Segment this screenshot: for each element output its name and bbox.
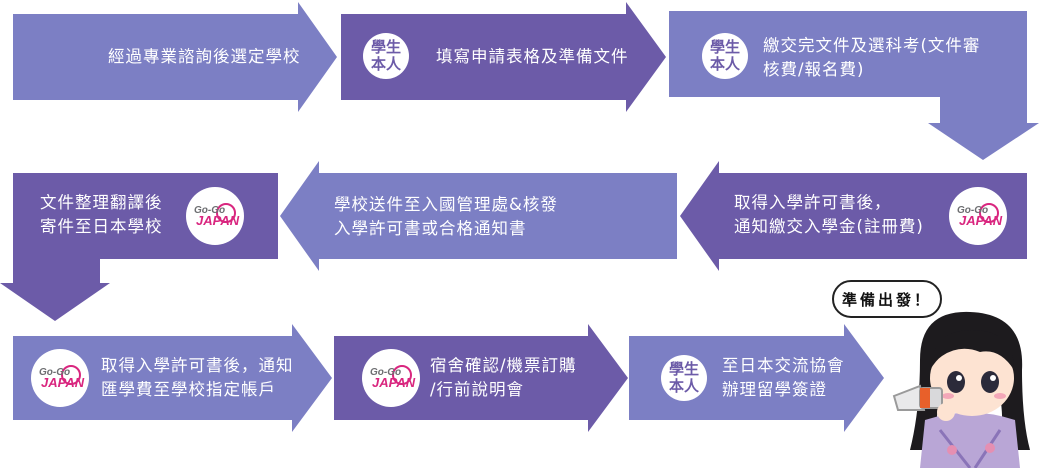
step-7-arrow — [13, 324, 332, 432]
logo-text-main: JAPAN — [372, 375, 416, 390]
student-badge-step-2: 學生 本人 — [363, 33, 409, 79]
logo-text-top: Go-Go — [194, 205, 225, 216]
step-3-line-1: 繳交完文件及選科考(文件審 — [763, 36, 981, 55]
step-4-label: 取得入學許可書後， 通知繳交入學金(註冊費) — [734, 191, 924, 239]
step-9-arrow — [629, 324, 884, 432]
step-5-line-2: 入學許可書或合格通知書 — [334, 219, 527, 238]
step-3-label: 繳交完文件及選科考(文件審 核費/報名費) — [763, 34, 980, 82]
step-1-line-1: 經過專業諮詢後選定學校 — [108, 47, 301, 66]
student-badge-step-3: 學生 本人 — [702, 33, 748, 79]
mascot-speech-text: 準備出發！ — [841, 290, 932, 309]
step-8-line-2: /行前說明會 — [430, 380, 525, 399]
step-6-line-2: 寄件至日本學校 — [40, 217, 163, 236]
step-5-line-1: 學校送件至入國管理處&核發 — [334, 195, 558, 214]
student-badge-line-1: 學生 — [709, 38, 740, 56]
mascot-girl-megaphone-icon — [892, 311, 1030, 468]
step-9-line-2: 辦理留學簽證 — [722, 380, 827, 399]
step-9-line-1: 至日本交流協會 — [722, 356, 845, 375]
logo-text-top: Go-Go — [957, 205, 988, 216]
student-badge-line-2: 本人 — [709, 55, 740, 73]
logo-ribbon — [216, 203, 236, 223]
step-2-arrow — [341, 2, 666, 112]
step-5-label: 學校送件至入國管理處&核發 入學許可書或合格通知書 — [334, 193, 558, 241]
step-2-label: 填寫申請表格及準備文件 — [436, 45, 629, 69]
step-8-arrow — [334, 324, 628, 432]
step-2-line-1: 填寫申請表格及準備文件 — [436, 47, 629, 66]
student-badge-line-1: 學生 — [370, 38, 401, 56]
step-7-line-1: 取得入學許可書後，通知 — [101, 356, 294, 375]
step-6-line-1: 文件整理翻譯後 — [40, 193, 163, 212]
logo-text-main: JAPAN — [41, 375, 85, 390]
step-4-line-1: 取得入學許可書後， — [734, 193, 892, 212]
logo-text-main: JAPAN — [959, 213, 1003, 228]
step-9-label: 至日本交流協會 辦理留學簽證 — [722, 354, 845, 402]
logo-text-top: Go-Go — [370, 367, 401, 378]
step-6-label: 文件整理翻譯後 寄件至日本學校 — [40, 191, 163, 239]
student-badge-step-9: 學生 本人 — [661, 355, 707, 401]
step-7-line-2: 匯學費至學校指定帳戶 — [101, 380, 276, 399]
mascot-speech-bubble: 準備出發！ — [832, 280, 942, 318]
step-8-line-1: 宿舍確認/機票訂購 — [430, 356, 577, 375]
step-4-arrow — [680, 161, 1027, 271]
logo-text-main: JAPAN — [196, 213, 240, 228]
student-badge-line-1: 學生 — [668, 360, 699, 378]
logo-ribbon — [61, 365, 81, 385]
step-3-line-2: 核費/報名費) — [763, 60, 865, 79]
student-badge-line-2: 本人 — [370, 55, 401, 73]
step-4-line-2: 通知繳交入學金(註冊費) — [734, 217, 924, 236]
step-5-arrow — [280, 161, 677, 271]
logo-ribbon — [392, 365, 412, 385]
step-7-label: 取得入學許可書後，通知 匯學費至學校指定帳戶 — [101, 354, 294, 402]
step-1-arrow — [13, 2, 337, 112]
step-8-label: 宿舍確認/機票訂購 /行前說明會 — [430, 354, 577, 402]
logo-ribbon — [979, 203, 999, 223]
student-badge-line-2: 本人 — [668, 377, 699, 395]
step-1-label: 經過專業諮詢後選定學校 — [108, 45, 301, 69]
step-3-arrow — [669, 11, 1039, 160]
logo-text-top: Go-Go — [39, 367, 70, 378]
